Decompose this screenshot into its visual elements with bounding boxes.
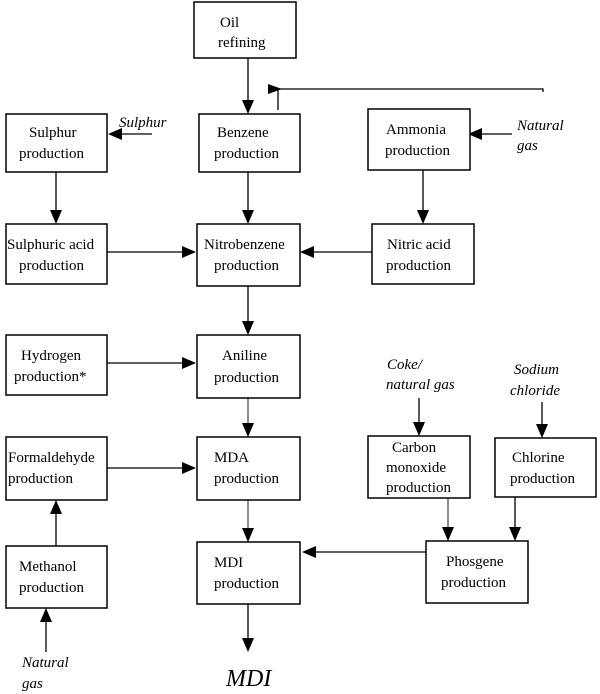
label-mdi-production: MDI production: [214, 555, 279, 592]
box-aniline-production: [196, 334, 301, 399]
input-natural-gas-methanol: Natural gas: [21, 655, 72, 692]
label-ammonia-production: Ammonia production: [385, 122, 450, 159]
box-hydrogen-production: [5, 334, 108, 396]
label-formaldehyde-production: Formaldehyde production: [8, 450, 98, 487]
box-carbon-monoxide-production: [367, 435, 471, 499]
raw-material-inputs: Sulphur Natural gas Coke/ natural gas So…: [21, 115, 567, 692]
box-sulphuric-acid-production: [5, 223, 108, 285]
label-benzene-production: Benzene production: [214, 125, 279, 162]
connectors: [40, 58, 548, 652]
box-methanol-production: [5, 545, 108, 609]
label-carbon-monoxide-production: Carbon monoxide production: [386, 440, 451, 496]
label-aniline-production: Aniline production: [214, 348, 279, 386]
label-sulphuric-acid-production: Sulphuric acid production: [7, 237, 98, 274]
label-sulphur-production: Sulphur production: [19, 125, 84, 162]
box-phosgene-production: [425, 540, 529, 604]
arrow-natural-gas-to-benzene: [277, 88, 544, 110]
label-nitrobenzene-production: Nitrobenzene production: [204, 237, 289, 274]
box-chlorine-production: [494, 437, 597, 498]
box-benzene-production: [198, 113, 301, 173]
box-ammonia-production: [367, 108, 471, 171]
label-methanol-production: Methanol production: [19, 559, 84, 596]
box-nitric-acid-production: [371, 223, 475, 285]
box-formaldehyde-production: [5, 436, 108, 501]
box-nitrobenzene-production: [196, 223, 301, 287]
input-natural-gas-ammonia: Natural gas: [516, 118, 567, 154]
box-mdi-production: [196, 541, 301, 605]
label-nitric-acid-production: Nitric acid production: [386, 237, 454, 274]
box-oil-refining: [193, 1, 297, 59]
output-mdi: MDI: [225, 666, 272, 692]
input-sodium-chloride: Sodium chloride: [510, 362, 563, 399]
label-oil-refining: Oil refining: [218, 15, 266, 51]
box-mda-production: [196, 436, 301, 501]
box-sulphur-production: [5, 113, 108, 173]
input-coke-natural-gas: Coke/ natural gas: [386, 357, 455, 393]
label-mda-production: MDA production: [214, 450, 279, 487]
label-phosgene-production: Phosgene production: [441, 554, 507, 591]
label-hydrogen-production: Hydrogen production*: [14, 348, 87, 385]
label-chlorine-production: Chlorine production: [510, 450, 575, 487]
process-boxes: Oil refining Sulphur production Benzene …: [5, 1, 597, 609]
input-sulphur: Sulphur: [119, 115, 167, 131]
